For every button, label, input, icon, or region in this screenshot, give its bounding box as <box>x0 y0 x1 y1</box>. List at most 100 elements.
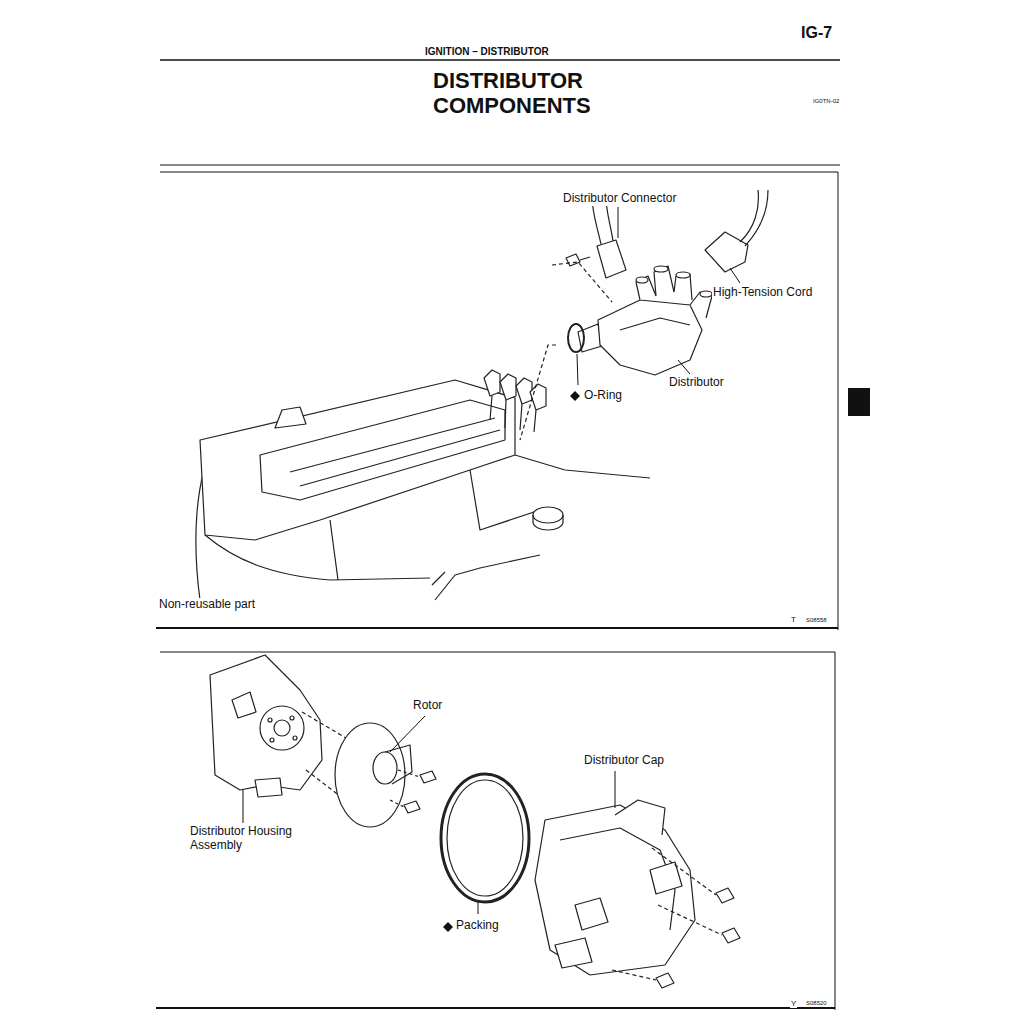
exploded-parts-part <box>255 778 282 797</box>
engine-drawing-part <box>205 535 430 580</box>
page-rules-part <box>156 627 838 629</box>
exploded-parts-part <box>615 800 665 835</box>
exploded-parts-part <box>656 973 674 988</box>
distributor-drawing-part <box>636 276 656 300</box>
engine-drawing-part <box>530 384 546 410</box>
exploded-parts-part <box>716 888 734 903</box>
note-text: Non-reusable part <box>158 598 256 612</box>
engine-drawing-part <box>200 380 515 540</box>
engine-drawing-part <box>260 400 505 500</box>
part-label: O-Ring <box>583 389 623 403</box>
exploded-parts-part <box>612 848 722 980</box>
leader-lines-part <box>678 360 690 374</box>
distributor-drawing-part <box>597 240 626 278</box>
engine-drawing-part <box>515 455 650 478</box>
engine-drawing-part <box>330 520 338 580</box>
leader-lines-part <box>243 790 244 823</box>
distributor-drawing-part <box>654 266 668 272</box>
exploded-parts-part <box>232 692 256 718</box>
distributor-drawing-part <box>690 292 712 318</box>
engine-drawing-part <box>484 370 500 396</box>
exploded-parts-part <box>268 718 272 722</box>
engine-drawing-part <box>490 396 536 432</box>
exploded-parts-part <box>447 780 523 896</box>
page-rules <box>156 60 840 1010</box>
distributor-drawing-part <box>636 277 648 283</box>
exploded-parts-part <box>535 805 695 975</box>
distributor-drawing-part <box>705 232 748 272</box>
engine-drawing-part <box>300 430 500 486</box>
distributor-drawing-part <box>654 266 674 296</box>
distributor-drawing-part <box>552 262 612 302</box>
exploded-parts-part <box>555 938 592 968</box>
exploded-parts <box>210 655 740 988</box>
page-rules-part <box>156 1007 835 1009</box>
part-label: Distributor Cap <box>583 754 665 768</box>
engine-drawing-part <box>533 507 563 523</box>
exploded-parts-part <box>210 655 322 790</box>
exploded-parts-part <box>722 928 740 943</box>
exploded-parts-part <box>441 774 529 902</box>
page-rules-part <box>835 652 836 1010</box>
engine-drawing-part <box>435 555 540 600</box>
page-rules-part <box>160 172 838 173</box>
non-reusable-marks-part <box>570 391 580 401</box>
engine-drawing-part <box>533 515 563 530</box>
exploded-parts-part <box>274 720 290 736</box>
distributor-drawing-part <box>676 272 690 278</box>
exploded-parts-part <box>420 771 436 783</box>
engine-drawing-part <box>516 378 532 404</box>
page-rules-part <box>160 59 840 61</box>
engine-drawing-part <box>432 572 445 585</box>
section-header: IGNITION – DISTRIBUTOR <box>424 46 550 58</box>
part-label: Distributor <box>668 376 725 390</box>
figure-code: T <box>790 615 797 624</box>
page-rules-part <box>160 164 840 165</box>
leader-lines-part <box>615 771 616 808</box>
leader-lines-part <box>478 902 479 914</box>
distributor-drawing-part <box>566 254 580 266</box>
exploded-parts-part <box>575 898 608 930</box>
leader-lines-part <box>577 354 578 385</box>
exploded-parts-part <box>260 706 304 750</box>
figure-code: S08520 <box>805 1000 828 1007</box>
non-reusable-marks <box>443 391 580 932</box>
page-rules-part <box>838 172 839 630</box>
part-label: High-Tension Cord <box>712 286 813 300</box>
distributor-drawing-part <box>520 345 556 440</box>
distributor-drawing-part <box>580 257 590 260</box>
engine-drawing-part <box>470 470 540 530</box>
distributor-drawing-part <box>620 318 690 330</box>
engine-drawing-part <box>290 418 495 472</box>
distributor-drawing <box>520 190 768 440</box>
part-label: Packing <box>455 919 500 933</box>
distributor-drawing-part <box>568 324 584 352</box>
part-label: Distributor Housing Assembly <box>189 825 311 853</box>
figure-code: S08558 <box>805 617 828 624</box>
section-tab <box>848 388 870 416</box>
part-label: Distributor Connector <box>562 192 677 206</box>
distributor-drawing-part <box>700 291 712 297</box>
leader-lines <box>243 207 740 914</box>
engine-drawing-part <box>275 407 306 428</box>
exploded-parts-part <box>404 801 420 813</box>
exploded-parts-part <box>290 716 294 720</box>
leader-lines-part <box>618 207 619 238</box>
exploded-parts-part <box>293 736 297 740</box>
distributor-drawing-part <box>598 300 702 375</box>
page-number: IG-7 <box>800 24 833 42</box>
exploded-parts-part <box>335 723 405 827</box>
distributor-drawing-part <box>740 190 768 246</box>
page-rules-part <box>160 652 835 653</box>
reference-code: IG0TN-02 <box>812 98 840 105</box>
part-label: Rotor <box>412 699 443 713</box>
leader-lines-part <box>390 716 425 752</box>
engine-drawing <box>196 370 650 600</box>
engine-drawing-part <box>500 374 516 400</box>
page-title: DISTRIBUTOR COMPONENTS <box>432 68 609 118</box>
exploded-parts-part <box>390 770 420 807</box>
exploded-parts-part <box>373 752 397 784</box>
exploded-parts-part <box>270 738 274 742</box>
